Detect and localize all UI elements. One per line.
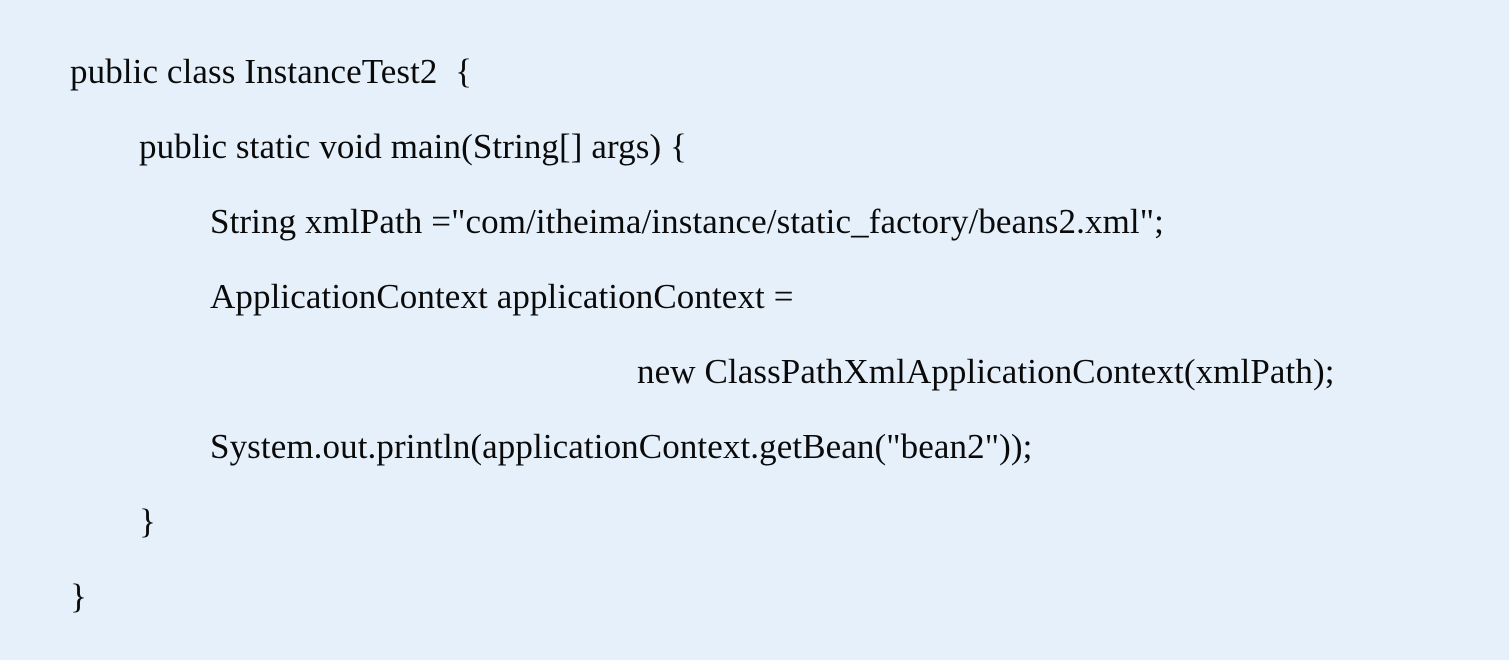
code-line-8: } [70,577,87,616]
code-line-3: String xmlPath ="com/itheima/instance/st… [210,202,1164,241]
code-line-4: ApplicationContext applicationContext = [210,277,794,316]
code-line-6: System.out.println(applicationContext.ge… [210,427,1033,466]
code-line-2: public static void main(String[] args) { [139,127,687,166]
code-line-1: public class InstanceTest2 { [70,52,473,91]
code-line-7: } [139,502,156,541]
code-line-5: new ClassPathXmlApplicationContext(xmlPa… [637,352,1335,391]
